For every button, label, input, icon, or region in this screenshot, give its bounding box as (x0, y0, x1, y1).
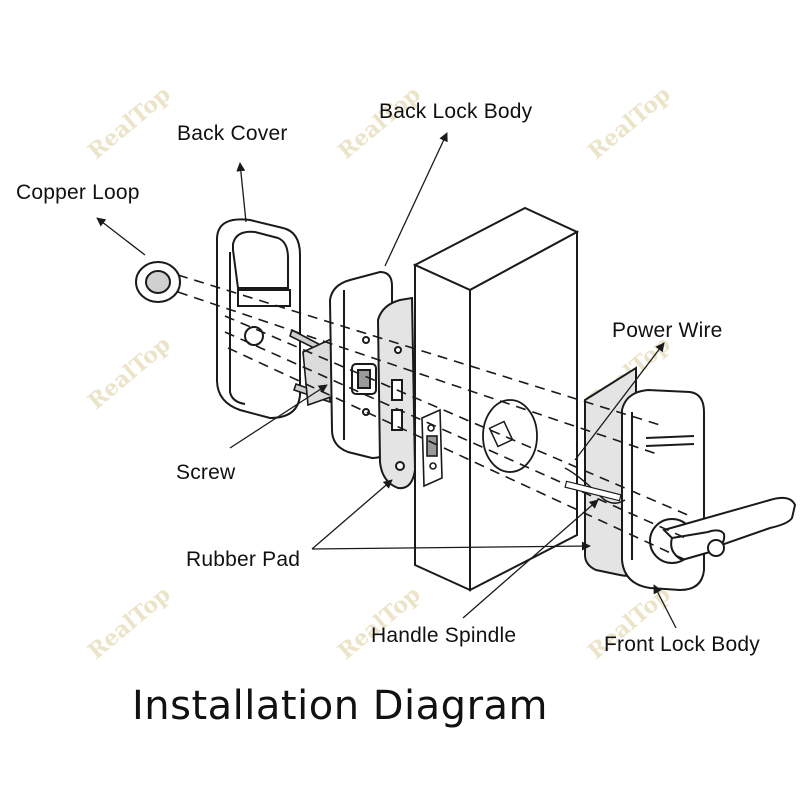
lever-handle (662, 496, 797, 562)
back-cover (216, 218, 301, 420)
front-lock-body (621, 388, 705, 592)
label-power-wire: Power Wire (612, 319, 723, 342)
door-bore-hole (482, 399, 538, 473)
label-back-cover: Back Cover (177, 122, 288, 145)
rear-rubber-pad (376, 296, 417, 490)
label-rubber-pad: Rubber Pad (186, 548, 301, 571)
copper-loop (135, 261, 181, 303)
latch-hole (488, 420, 514, 448)
label-back-lock-body: Back Lock Body (379, 100, 533, 123)
label-handle-spindle: Handle Spindle (371, 624, 517, 647)
spindle-bar (564, 480, 622, 502)
diagram-title: Installation Diagram (132, 683, 548, 729)
label-front-lock-body: Front Lock Body (604, 633, 760, 656)
door-slab (412, 206, 580, 592)
label-copper-loop: Copper Loop (16, 181, 140, 204)
label-screw: Screw (176, 461, 236, 484)
leader-lines (96, 132, 677, 629)
latch-faceplate (421, 408, 443, 488)
